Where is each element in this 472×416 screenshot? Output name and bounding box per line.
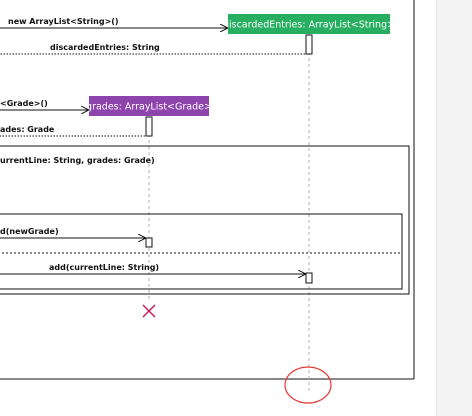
message-add-currentline-label: add(currentLine: String) (49, 263, 159, 272)
outer-frame-label: urrentLine: String, grades: Grade) (0, 156, 155, 165)
sequence-diagram: discardedEntries: ArrayList<String> grad… (0, 0, 415, 404)
outer-frame (0, 145, 410, 295)
message-return-discarded-label: discardedEntries: String (50, 43, 160, 52)
activation-grades-2 (145, 237, 153, 248)
highlight-circle-icon (284, 366, 332, 404)
destroy-x-icon (142, 304, 156, 318)
diagram-canvas: discardedEntries: ArrayList<String> grad… (0, 0, 436, 416)
participant-grades-label: grades: ArrayList<Grade> (86, 102, 212, 113)
activation-discardedEntries-1 (305, 34, 313, 55)
message-create-discarded-label: new ArrayList<String>() (8, 17, 119, 26)
activation-discardedEntries-2 (305, 272, 313, 284)
scroll-gutter[interactable] (436, 0, 472, 416)
inner-frame (0, 213, 403, 290)
participant-discardedEntries-label: discardedEntries: ArrayList<String> (223, 20, 395, 31)
message-add-newgrade-label: d(newGrade) (0, 227, 59, 236)
activation-grades-1 (145, 116, 153, 137)
message-create-grades-label: <Grade>() (0, 99, 48, 108)
participant-grades[interactable]: grades: ArrayList<Grade> (86, 96, 212, 116)
message-return-grades-label: ades: Grade (0, 125, 55, 134)
participant-discardedEntries[interactable]: discardedEntries: ArrayList<String> (223, 14, 395, 34)
